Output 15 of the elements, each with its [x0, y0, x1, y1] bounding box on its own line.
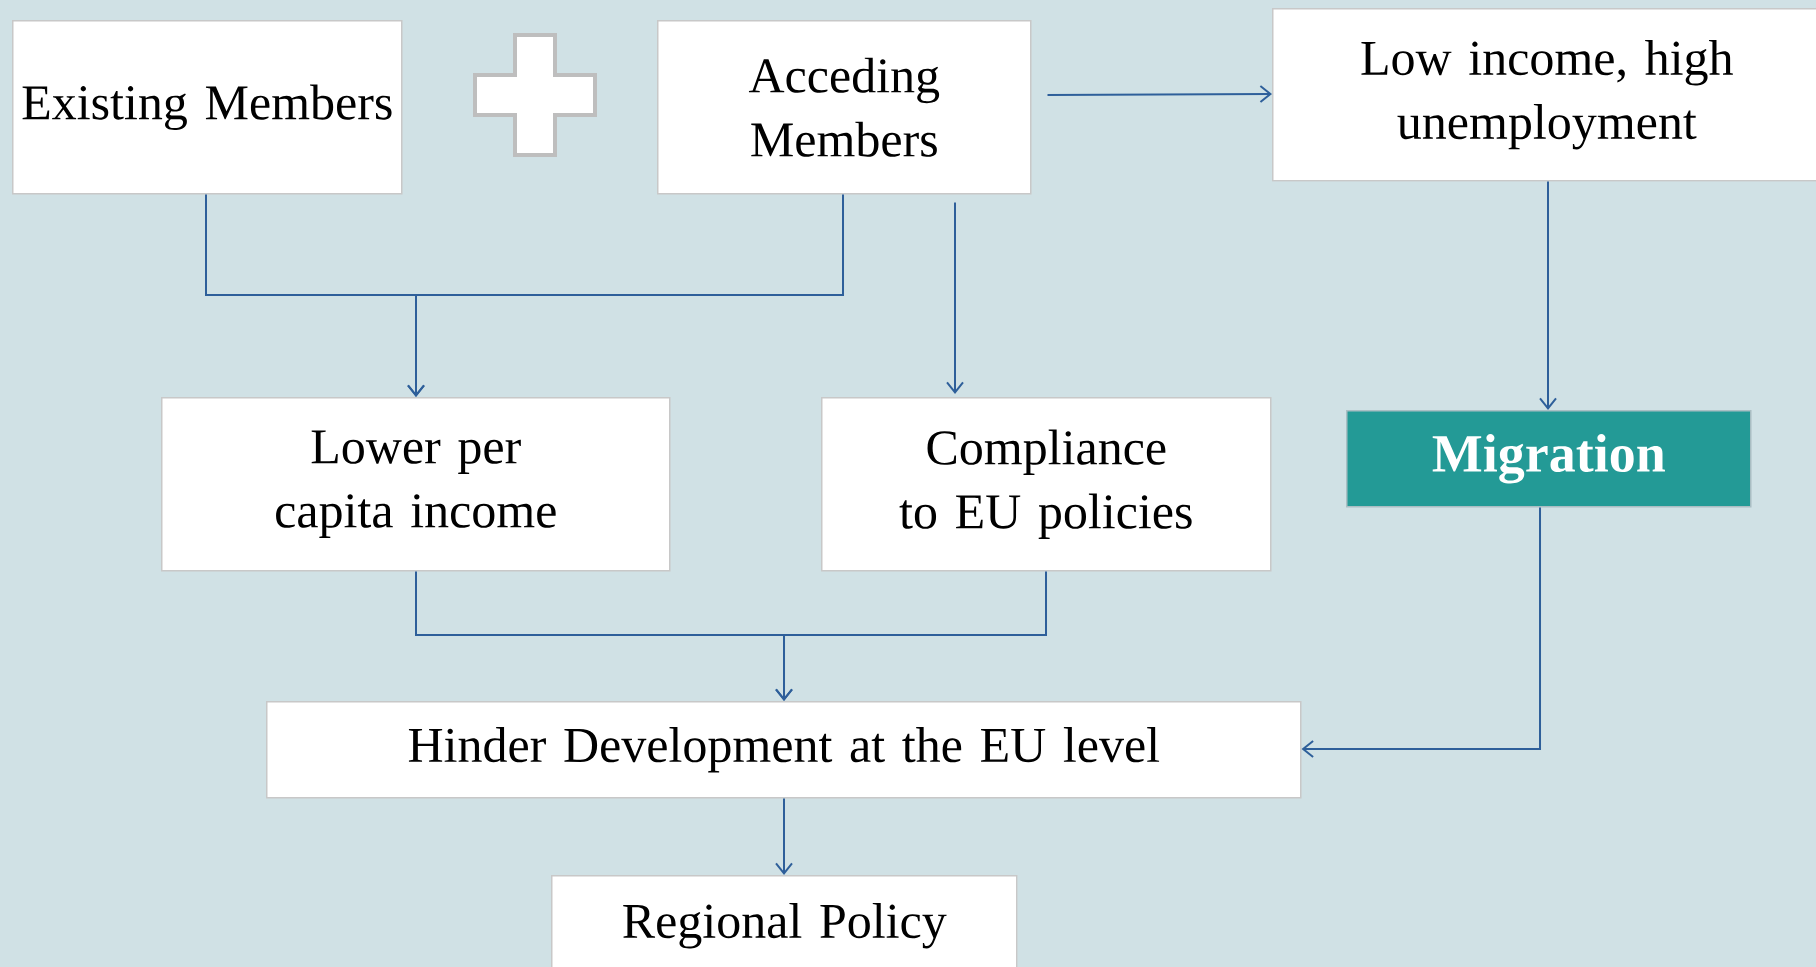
process-box: Lower per capita income [161, 397, 671, 572]
process-box: Regional Policy [551, 875, 1018, 967]
highlight-box: Migration [1346, 410, 1752, 508]
arrow [775, 797, 793, 875]
process-box: Existing Members [12, 20, 403, 195]
arrow [1539, 180, 1557, 410]
process-box: Hinder Development at the EU level [266, 701, 1302, 799]
process-box: Low income, high unemployment [1272, 8, 1816, 182]
arrow [407, 193, 844, 397]
arrow [946, 201, 964, 394]
arrow [1046, 85, 1272, 104]
arrow [775, 570, 1047, 701]
arrow [1301, 506, 1541, 758]
process-box: Compliance to EU policies [821, 397, 1272, 572]
process-box: Acceding Members [657, 20, 1032, 195]
